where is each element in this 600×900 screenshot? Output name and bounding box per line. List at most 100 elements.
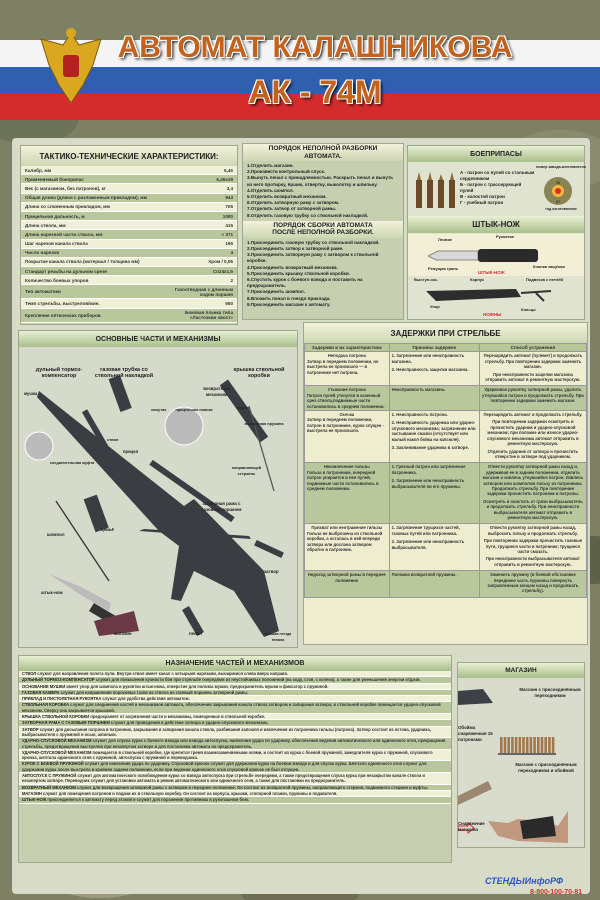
- malfunction-name: Осечка: [339, 412, 355, 418]
- ttx-param: Прицельная дальность, м: [25, 213, 85, 219]
- ttx-row: Покрытие канала ствола (материал / толщи…: [21, 257, 237, 268]
- ttx-value: ≈ 371: [221, 231, 233, 237]
- ttx-value: Боковая планка типа «Ласточкин хвост»: [185, 310, 233, 321]
- purpose-term: КУРОК С БОЕВОЙ ПРУЖИНОЙ: [22, 761, 84, 767]
- purpose-item: ДУЛЬНЫЙ ТОРМОЗ-КОМПЕНСАТОР служит для по…: [19, 677, 451, 684]
- magazine-title: МАГАЗИН: [458, 663, 584, 678]
- purpose-section: НАЗНАЧЕНИЕ ЧАСТЕЙ И МЕХАНИЗМОВ СТВОЛ слу…: [18, 655, 452, 863]
- bayonet-panel: Лезвие Рукоятка Режущая грань Кнопка защ…: [408, 234, 584, 276]
- fix-item: Отвести рукоятку затворной рамы назад и,…: [482, 464, 584, 497]
- magazine-label-loading: Снаряжение магазина: [458, 821, 485, 832]
- purpose-item: ВОЗВРАТНЫЙ МЕХАНИЗМ служит для возвращен…: [19, 784, 451, 791]
- bayonet-label-button: Кнопка защёлки: [533, 264, 565, 269]
- purpose-desc: служит для направления пороховых газов и…: [59, 689, 248, 695]
- clip-cartridge: [533, 737, 536, 753]
- clip-cartridge: [511, 737, 514, 753]
- malfunction-name: Прихват или неотражение гильзы: [311, 525, 383, 531]
- fix-item: При повторении задержки осмотреть и проч…: [487, 419, 579, 447]
- label-receiver-cover: крышка ствольной коробки: [233, 367, 285, 379]
- ammo-item: А - патрон со пулей со стальным сердечни…: [460, 170, 535, 181]
- cause-item: 2. Неисправность защелки магазина.: [391, 367, 469, 373]
- fix-item: Перезарядить автомат (пулемет) и продолж…: [483, 353, 583, 370]
- clip-cartridge: [551, 737, 555, 753]
- clip-cartridge: [529, 737, 533, 753]
- purpose-desc: служит для досылания патрона в патронник…: [22, 726, 431, 737]
- purpose-term: КРЫШКА СТВОЛЬНОЙ КОРОБКИ: [22, 714, 90, 720]
- fix-item: Перезарядить автомат и продолжать стрель…: [483, 412, 583, 418]
- purpose-item: МАГАЗИН служит для помещения патронов и …: [19, 790, 451, 798]
- purpose-desc: служит для повышения кучности боя при ст…: [94, 677, 421, 683]
- disassembly-step: 2.Произвести контрольный спуск.: [247, 169, 326, 175]
- fix-cell: Отвести рукоятку затворной рамы назад и,…: [478, 462, 588, 525]
- label-joint-coupling: соединительная муфта: [49, 461, 95, 465]
- purpose-desc: предохраняет от загрязнения части и меха…: [89, 714, 266, 720]
- disassembly-step: 5.Отделить возвратный механизм.: [247, 194, 327, 200]
- label-cleaning-rod: шомпол: [47, 532, 65, 537]
- disassembly-step: 1.Отделить магазин.: [247, 163, 294, 168]
- purpose-title: НАЗНАЧЕНИЕ ЧАСТЕЙ И МЕХАНИЗМОВ: [19, 656, 451, 671]
- ttx-param: Количество боевых упоров: [25, 277, 89, 283]
- purpose-desc: служит для приведения в действие затвора…: [109, 720, 269, 726]
- bayonet-caption: ШТЫК-НОЖ: [478, 270, 505, 275]
- label-bolt-carrier: затворная рама с газовым поршнем: [201, 501, 242, 512]
- label-sight: прицел: [123, 449, 139, 454]
- scabbard-label-axis: Выступ-ось: [414, 277, 438, 282]
- bayonet-image: [428, 249, 538, 262]
- ammo-item: Г - учебный патрон: [460, 200, 504, 205]
- clip-cartridge: [525, 737, 529, 753]
- clip-cartridge: [500, 737, 503, 753]
- malfunction-cell: Недоход затворной рамы в переднее положе…: [304, 570, 390, 598]
- ttx-param: Длина нарезной части ствола, мм: [25, 231, 103, 237]
- ttx-param: Число нарезов: [25, 250, 60, 256]
- cause-item: 2. Загрязнение или неисправность выбрасы…: [391, 539, 465, 550]
- cause-cell: 1. Загрязнение трущихся частей, газовых …: [388, 523, 480, 572]
- purpose-item: СТВОЛ служит для направления полета пули…: [19, 671, 451, 678]
- ttx-value: Газоотводная с длинным ходом поршня: [174, 286, 233, 297]
- ttx-param: Общая длина (длина с разложенным приклад…: [25, 195, 148, 201]
- double-headed-eagle-emblem: [40, 28, 102, 104]
- disassembly-step: 8.Отделить газовую трубку со ствольной н…: [247, 212, 369, 218]
- ttx-param: Темп стрельбы, выстрелов/мин.: [25, 301, 100, 307]
- label-coupling: муфта: [237, 406, 250, 410]
- purpose-term: АВТОСПУСК С ПРУЖИНОЙ: [22, 773, 77, 779]
- fix-cell: Перезарядить автомат (пулемет) и продолж…: [478, 351, 588, 387]
- magazine-label-clip: Обойма снаряженная 15 патронами: [458, 725, 493, 742]
- ttx-row: Общая длина (длина с разложенным приклад…: [21, 193, 237, 203]
- purpose-item: ЗАТВОРНАЯ РАМА С ГАЗОВЫМ ПОРШНЕМ служит …: [19, 720, 451, 727]
- cause-cell: Поломка возвратной пружины.: [388, 570, 480, 598]
- scabbard-label-body: Корпус: [470, 277, 485, 282]
- purpose-item: КРЫШКА СТВОЛЬНОЙ КОРОБКИ предохраняет от…: [19, 714, 451, 721]
- purpose-desc: имеет упор для шомпола и рукоятки штык-н…: [65, 683, 329, 689]
- assembly-step: 4.Присоединить возвратный механизм.: [247, 264, 338, 270]
- purpose-term: ПРИКЛАД И ПИСТОЛЕТНАЯ РУКОЯТКА: [22, 696, 102, 702]
- cause-item: 2. Загрязнение или неисправность выбрасы…: [391, 478, 465, 489]
- ammo-item: Б - патрон с трассирующей пулей: [460, 182, 522, 193]
- label-barrel: ствол: [107, 437, 119, 442]
- ttx-value: 4: [230, 250, 233, 256]
- label-front-sight: мушка: [24, 391, 38, 396]
- purpose-term: МАГАЗИН: [22, 790, 42, 796]
- purpose-term: УДАРНО-СПУСКОВОЙ МЕХАНИЗМ: [22, 738, 92, 744]
- purpose-desc: служит для соединения частей и механизмо…: [22, 702, 441, 713]
- ttx-param: Покрытие канала ствола (материал / толщи…: [25, 259, 140, 265]
- parts-title: ОСНОВНЫЕ ЧАСТИ И МЕХАНИЗМЫ: [19, 331, 297, 347]
- bayonet-label-blade: Лезвие: [438, 237, 453, 242]
- purpose-term: ДУЛЬНЫЙ ТОРМОЗ-КОМПЕНСАТОР: [22, 677, 95, 683]
- factory-number: 38: [556, 180, 561, 185]
- cartridges-image: [416, 172, 455, 208]
- ttx-row: Число нарезов 4: [21, 248, 237, 258]
- clip-cartridge: [548, 737, 551, 753]
- rifle-parts-image: [24, 374, 284, 637]
- fix-cell: Перезарядить автомат и продолжать стрель…: [478, 410, 588, 464]
- disassembly-step: 4.Отделить шомпол.: [247, 187, 294, 193]
